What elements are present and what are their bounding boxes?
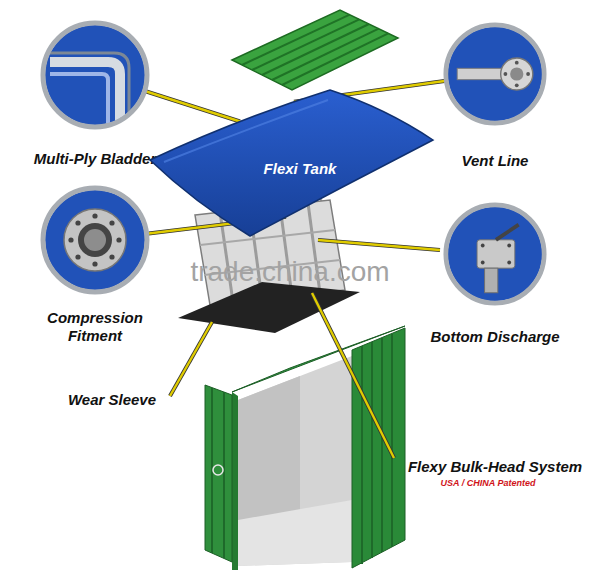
flexi-tank-bladder: Flexi Tank [150,88,435,238]
tank-label: Flexi Tank [264,160,337,178]
inset-circle: Vent Line [443,22,547,126]
leader-outline [146,91,240,121]
inset-picture [40,20,150,130]
inset-circle: Compression Fitment [40,185,150,295]
leader-connector [146,91,240,121]
watermark: trade.china.com [190,256,389,288]
patent-note: USA / CHINA Patented [441,478,536,488]
inset-circle: Bottom Discharge [443,202,547,306]
part-label: Vent Line [462,152,529,170]
part-label: Flexy Bulk-Head System [408,458,582,475]
part-label: Wear Sleeve [68,391,156,408]
leader-line [146,91,240,121]
wear-sleeve [178,282,360,333]
inset-picture [443,202,547,306]
inset-picture [40,185,150,295]
leader-lines [170,240,440,458]
shipping-container [205,326,405,570]
part-label: Compression Fitment [30,309,160,345]
part-label: Bottom Discharge [430,328,559,346]
inset-picture [443,22,547,126]
part-label: Multi-Ply Bladder [34,150,157,168]
floor-panel [232,10,398,90]
inset-circle: Multi-Ply Bladder [40,20,150,130]
